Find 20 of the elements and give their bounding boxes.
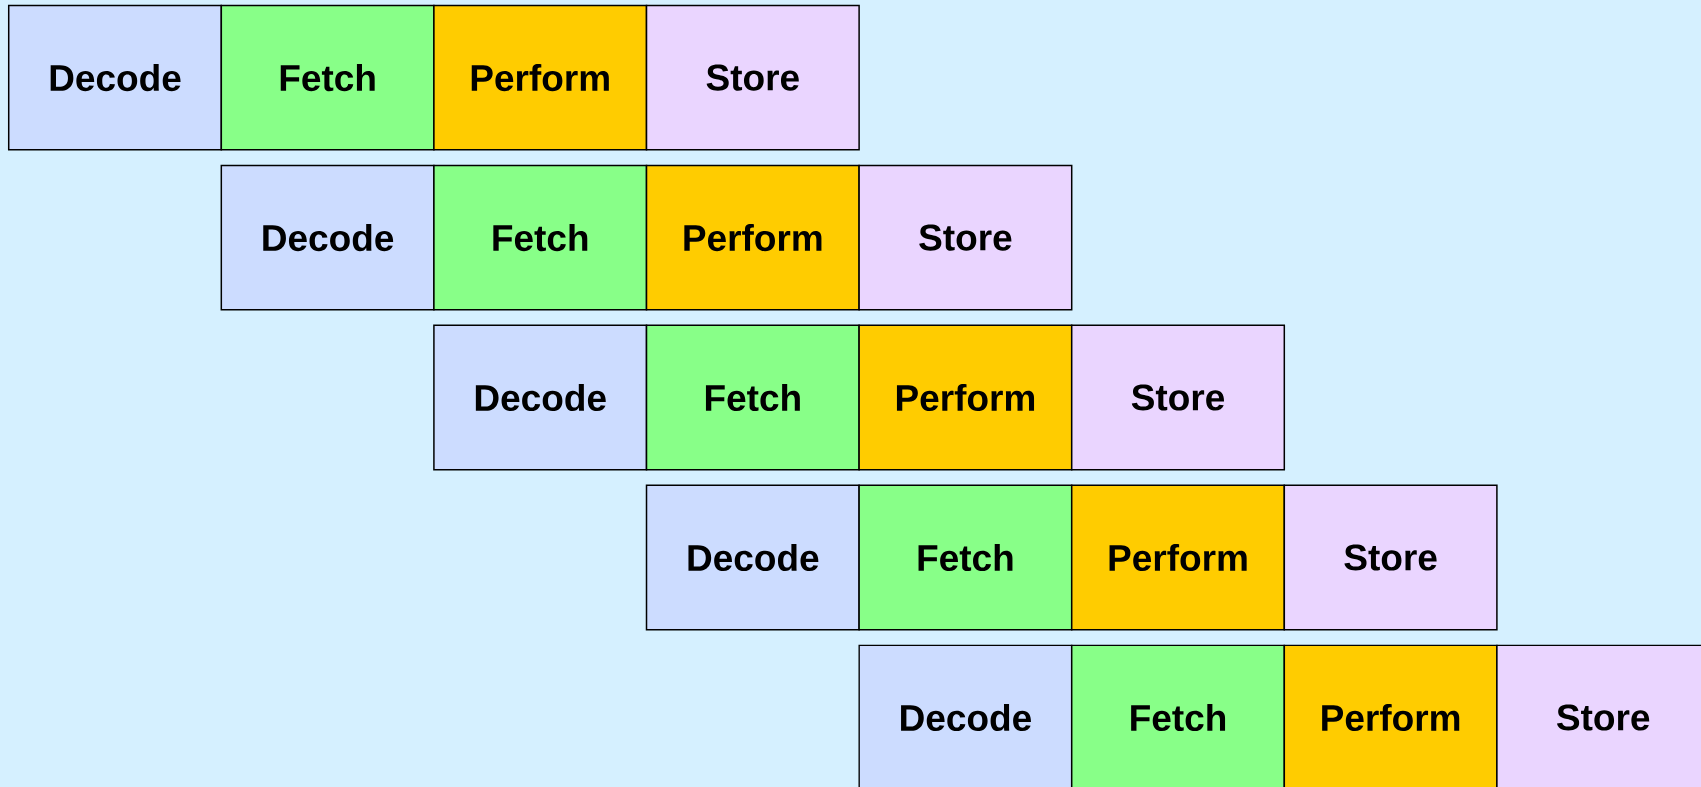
stage-box: Perform — [1070, 484, 1286, 631]
stage-box: Decode — [645, 484, 860, 631]
stage-box: Decode — [220, 164, 435, 311]
stage-box: Fetch — [433, 164, 648, 311]
stage-box: Decode — [858, 644, 1073, 787]
stage-box: Decode — [7, 4, 223, 151]
stage-box: Store — [645, 4, 860, 151]
stage-box: Store — [1496, 644, 1701, 787]
stage-box: Perform — [645, 164, 860, 311]
stage-box: Fetch — [858, 484, 1073, 631]
stage-box: Fetch — [645, 324, 860, 471]
stage-box: Store — [1283, 484, 1498, 631]
stage-box: Perform — [433, 4, 648, 151]
stage-box: Perform — [1283, 644, 1498, 787]
stage-box: Store — [858, 164, 1073, 311]
stage-box: Store — [1070, 324, 1286, 471]
stage-box: Fetch — [220, 4, 435, 151]
stage-box: Perform — [858, 324, 1073, 471]
stage-box: Fetch — [1070, 644, 1286, 787]
stage-box: Decode — [433, 324, 648, 471]
